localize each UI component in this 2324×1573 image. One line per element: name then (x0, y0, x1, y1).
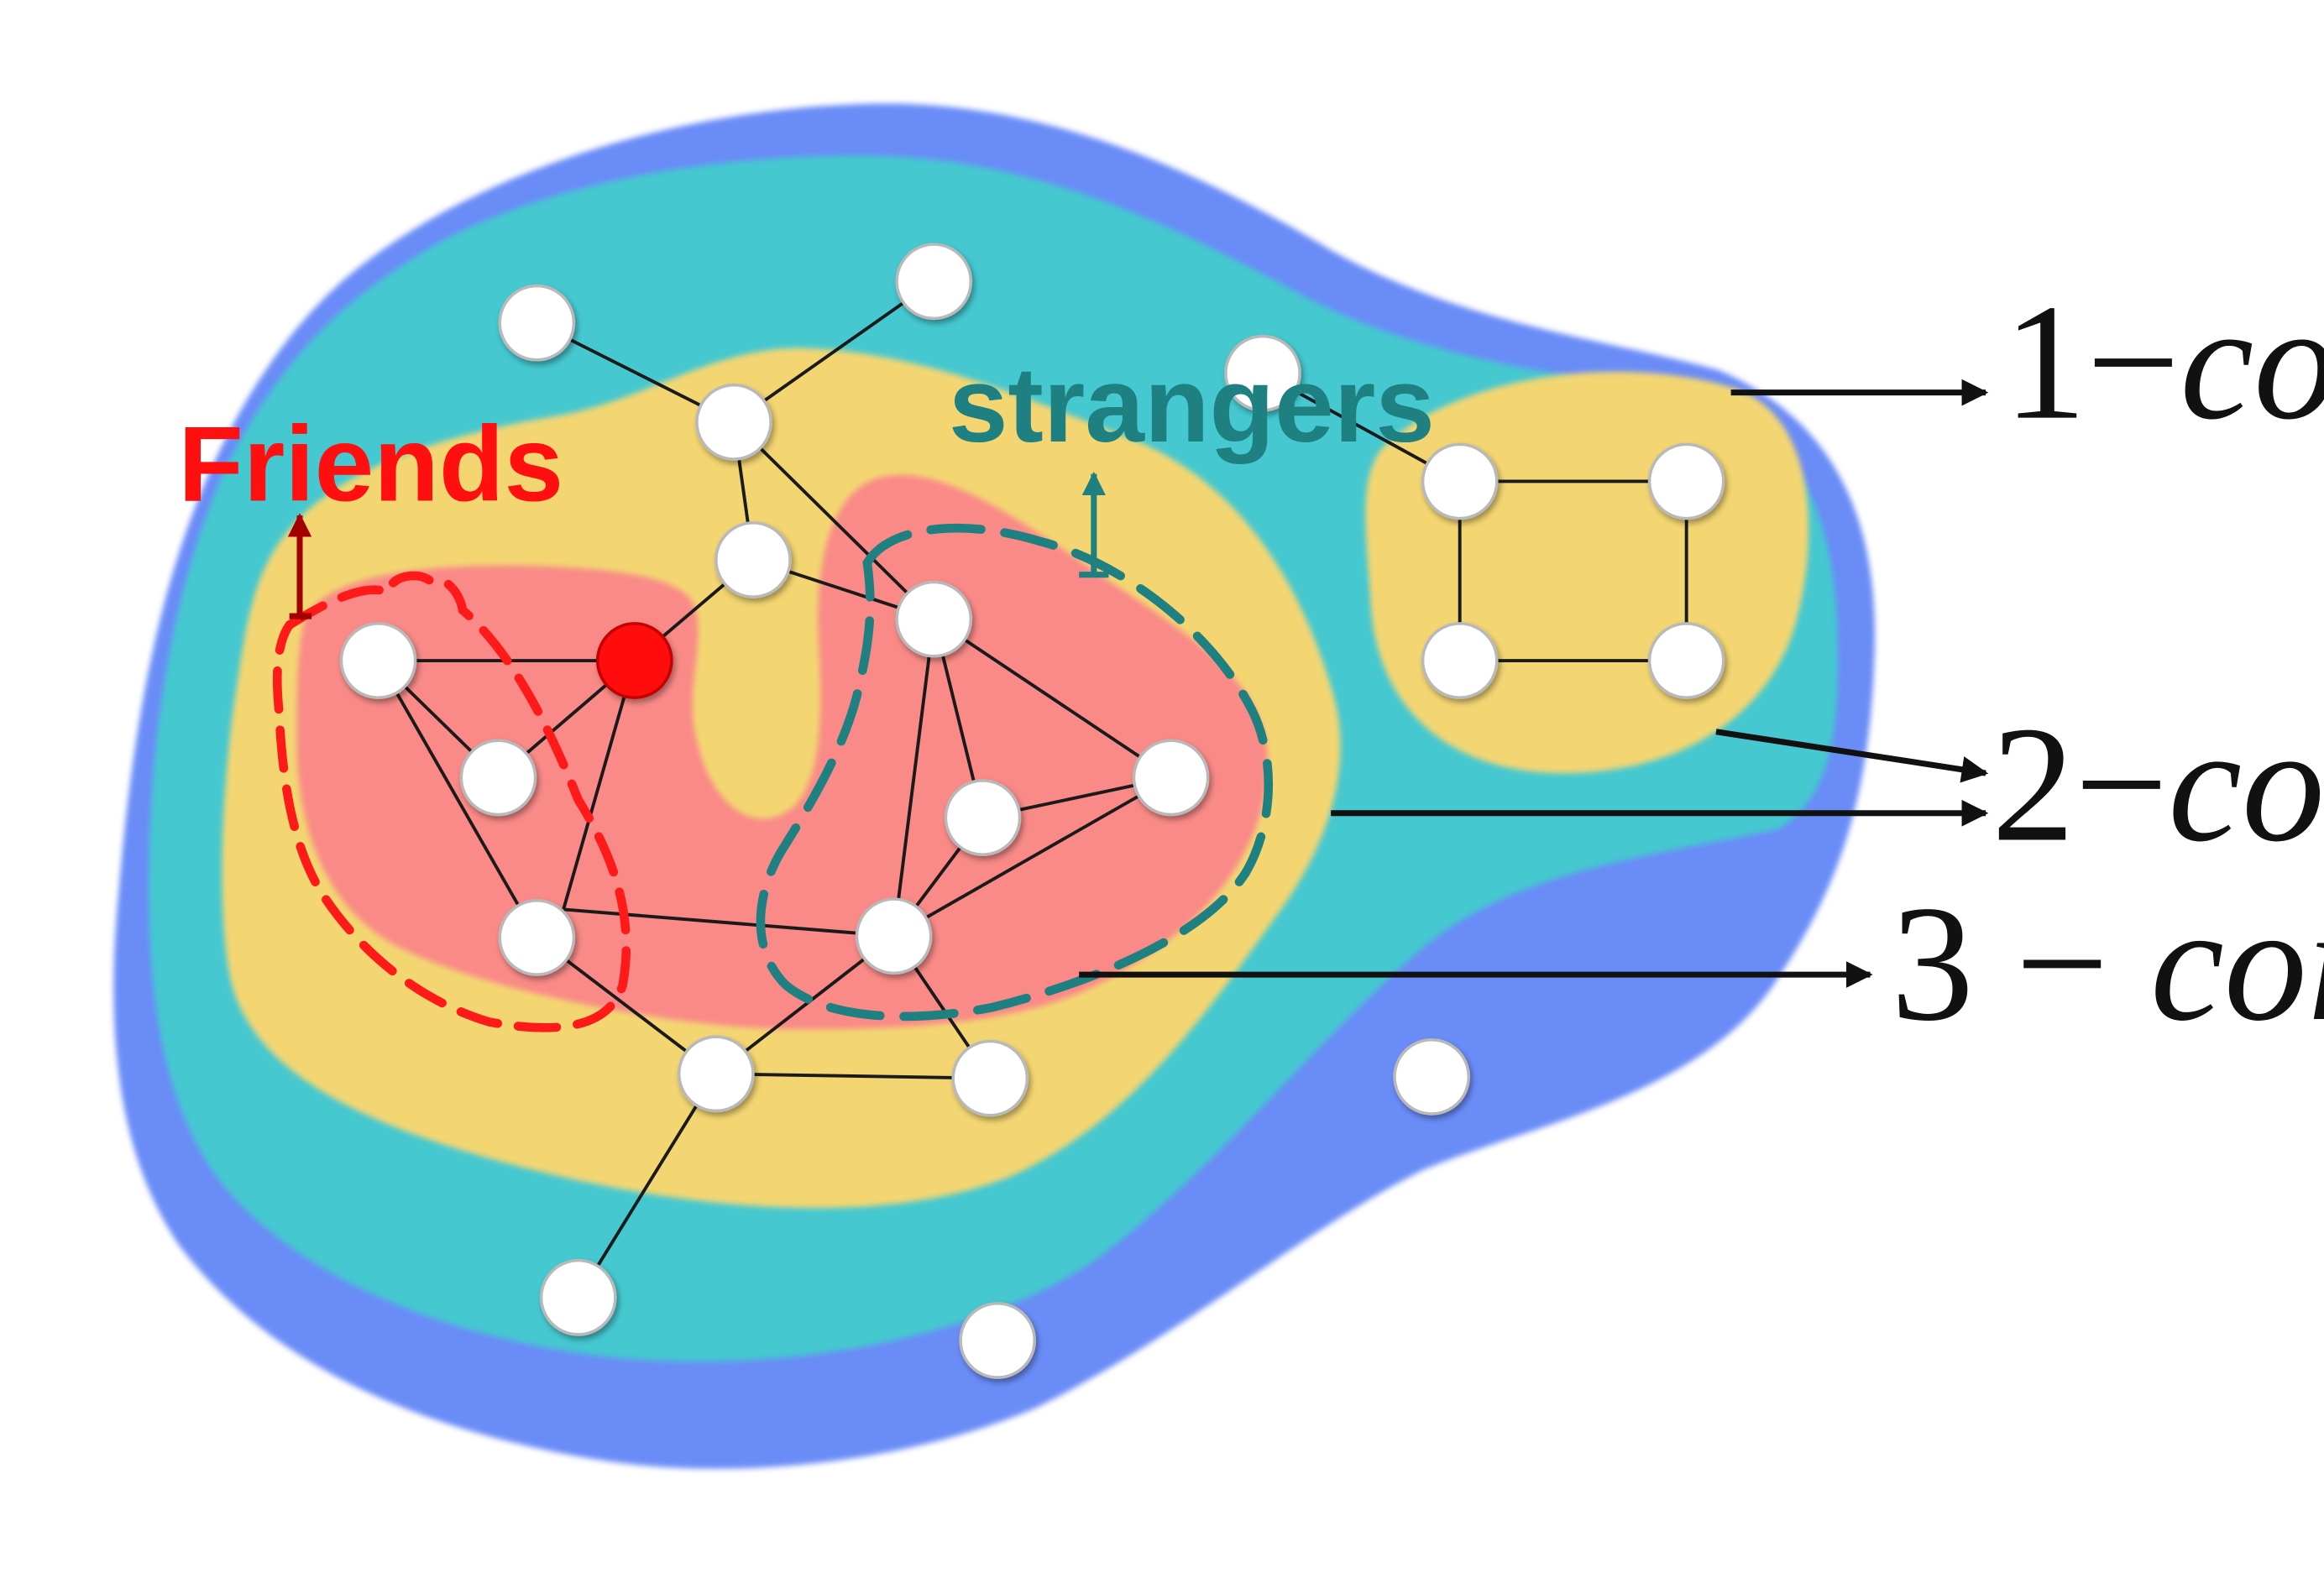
edge (892, 619, 936, 937)
node (1421, 442, 1499, 520)
edge (732, 280, 935, 424)
graph-nodes (339, 243, 1725, 1379)
node (714, 521, 792, 598)
node (944, 779, 1022, 856)
friends-group-outline (272, 571, 631, 1032)
edge (376, 660, 539, 938)
node (951, 1039, 1029, 1117)
edge (732, 421, 935, 620)
node (1647, 442, 1725, 520)
node (498, 284, 576, 362)
node (895, 580, 973, 658)
node (1224, 334, 1301, 412)
node (459, 739, 537, 817)
friends-label: Friends (178, 404, 563, 523)
node (855, 897, 933, 975)
focus-node (595, 622, 673, 699)
node (695, 384, 772, 461)
node (539, 1258, 617, 1336)
node (1421, 622, 1499, 699)
strangers-label: strangers (949, 345, 1435, 464)
node (895, 243, 973, 321)
node (1132, 739, 1210, 817)
node (339, 622, 417, 699)
edge (933, 617, 1172, 780)
dense-region (296, 474, 1269, 1030)
node (677, 1035, 755, 1113)
edge (577, 1073, 718, 1299)
node (1647, 622, 1725, 699)
edge (715, 1072, 991, 1080)
node (1393, 1037, 1471, 1116)
edge (562, 660, 636, 910)
core2-label: 2−core (1992, 692, 2324, 876)
core3-label: 3 − core (1891, 871, 2324, 1055)
edge (892, 776, 1172, 938)
node (959, 1302, 1037, 1379)
edge (563, 907, 894, 938)
node (498, 899, 576, 976)
strangers-group-outline (756, 523, 1273, 1022)
core2-arrow-upper (1715, 729, 1989, 783)
core1-label: 1−core (2003, 270, 2324, 454)
